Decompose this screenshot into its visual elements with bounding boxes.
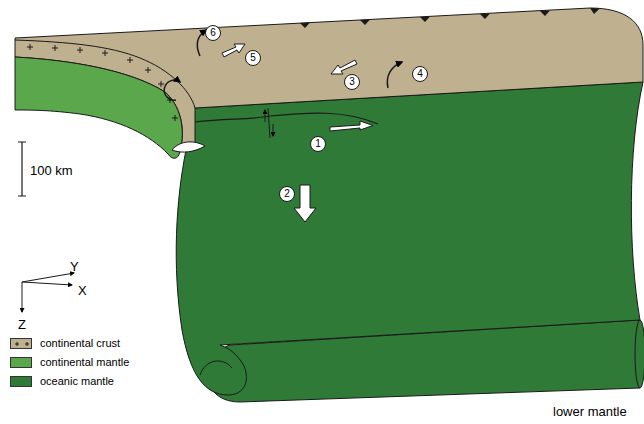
fault-arrow-up <box>265 110 266 122</box>
arrow-6 <box>197 30 206 56</box>
region-label: lower mantle <box>553 405 627 418</box>
callout-circle <box>246 51 261 66</box>
tube-end <box>635 320 644 388</box>
callout-circle <box>206 26 221 41</box>
callout-number: 3 <box>349 77 355 87</box>
callout-number: 5 <box>250 53 256 63</box>
arrow-2 <box>294 185 316 222</box>
crust-front-edge <box>15 40 195 108</box>
fault-line <box>195 113 378 124</box>
callout-number: 6 <box>210 28 216 38</box>
crust-block <box>15 8 643 150</box>
legend-swatch <box>10 338 32 349</box>
legend-text: continental mantle <box>40 356 129 368</box>
callout-number: 4 <box>417 69 423 79</box>
legend-row: continental mantle <box>10 356 129 368</box>
axis-x <box>22 282 72 285</box>
legend-text: oceanic mantle <box>40 375 114 387</box>
axis-y <box>22 273 74 282</box>
axis-label: X <box>78 284 87 297</box>
slab-tube <box>209 320 640 402</box>
callout-circle <box>345 75 360 90</box>
callout-number: 1 <box>315 139 321 149</box>
slab-tear <box>172 142 205 152</box>
axis-label: Y <box>70 260 79 273</box>
oceanic-slab <box>176 82 643 395</box>
scale-bar <box>18 142 26 196</box>
swatch-crosses <box>15 342 29 346</box>
axis-z <box>22 282 23 312</box>
axis-label: Z <box>18 318 26 331</box>
callout-circle <box>413 67 428 82</box>
arrow-5 <box>222 44 245 57</box>
thrust-teeth <box>300 8 600 28</box>
callout-circle <box>311 137 326 152</box>
arrow-1 <box>330 121 373 131</box>
slab-fold <box>200 361 232 375</box>
fault-arrow-down <box>273 124 274 136</box>
continental-mantle <box>15 57 182 158</box>
crust-crosses <box>27 44 178 121</box>
legend-row: continental crust <box>10 337 120 349</box>
scale-label: 100 km <box>30 164 73 177</box>
callout-number: 2 <box>284 189 290 199</box>
arrow-4 <box>387 62 402 88</box>
legend-swatch <box>10 357 32 368</box>
legend-row: oceanic mantle <box>10 375 114 387</box>
fault-offset <box>268 108 270 138</box>
callout-circles <box>206 26 428 202</box>
corner-flow-arrow <box>164 80 180 100</box>
legend-swatch <box>10 376 32 387</box>
legend-text: continental crust <box>40 337 120 349</box>
arrow-3 <box>331 60 357 74</box>
callout-circle <box>280 187 295 202</box>
